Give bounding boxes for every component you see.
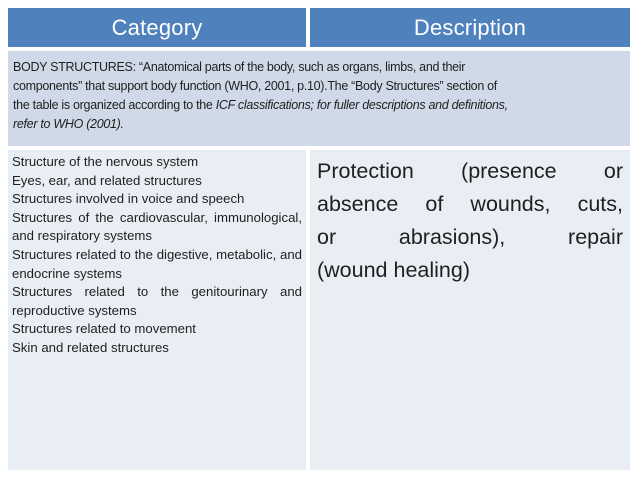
- category-item: Structures related to movement: [12, 321, 196, 337]
- icf-table: Category Description BODY STRUCTURES: “A…: [8, 8, 630, 470]
- table-header-row: Category Description: [8, 8, 630, 47]
- category-item: Structures involved in voice and speech: [12, 191, 245, 207]
- header-cell-category: Category: [8, 8, 306, 47]
- category-item: Structure of the nervous system: [12, 154, 199, 169]
- row-divider: [8, 47, 630, 51]
- description-line: absence of wounds, cuts,: [317, 192, 623, 216]
- description-line: Protection (presence or: [317, 159, 623, 183]
- note-text-italic: ICF classifications; for fuller descript…: [215, 98, 508, 112]
- body-structures-note-cell: BODY STRUCTURES: “Anatomical parts of th…: [8, 51, 630, 146]
- note-text: BODY STRUCTURES: “Anatomical parts of th…: [13, 60, 466, 74]
- description-line: (wound healing): [317, 258, 470, 282]
- category-item: Structures related to the genitourinary …: [12, 284, 302, 318]
- column-divider: [306, 150, 310, 470]
- note-line: the table is organized according to the …: [13, 96, 625, 115]
- note-line: components” that support body function (…: [13, 77, 625, 96]
- category-item: Skin and related structures: [12, 339, 169, 355]
- table-body-row: Structure of the nervous system Eyes, ea…: [8, 150, 630, 470]
- note-text: the table is organized according to the: [13, 98, 216, 112]
- note-text-italic: refer to WHO (2001).: [13, 117, 124, 131]
- description-line: or abrasions), repair: [317, 225, 623, 249]
- row-divider: [8, 146, 630, 150]
- description-cell: Protection (presence or absence of wound…: [310, 150, 630, 470]
- category-cell: Structure of the nervous system Eyes, ea…: [8, 150, 306, 470]
- header-cell-description: Description: [310, 8, 630, 47]
- category-item: Structures of the cardiovascular, immuno…: [12, 209, 302, 244]
- note-line: refer to WHO (2001).: [13, 115, 625, 134]
- category-item: Eyes, ear, and related structures: [12, 172, 202, 188]
- category-item: Structures related to the digestive, met…: [12, 246, 302, 281]
- note-line: BODY STRUCTURES: “Anatomical parts of th…: [13, 58, 625, 77]
- note-text: components” that support body function (…: [13, 79, 497, 93]
- column-divider: [306, 8, 310, 47]
